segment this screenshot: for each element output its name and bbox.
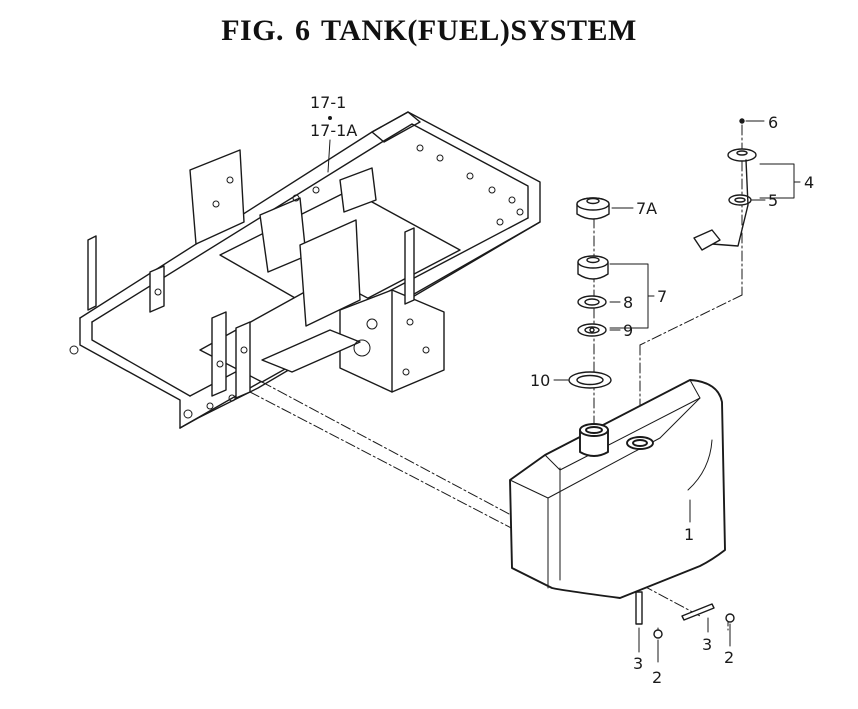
chassis-frame	[69, 111, 541, 429]
callout-4: 4	[804, 173, 814, 192]
bolt-right	[725, 613, 735, 647]
callout-17-1: 17-1	[310, 93, 346, 112]
callout-10: 10	[530, 371, 550, 390]
callout-3-right: 3	[702, 635, 712, 654]
seal-8	[577, 295, 621, 309]
strap-right	[681, 603, 715, 633]
seal-9	[577, 323, 621, 337]
callout-6: 6	[768, 113, 778, 132]
callout-17-1a: 17-1A	[310, 121, 357, 140]
callout-9: 9	[623, 321, 633, 340]
fuel-cap-7a	[576, 197, 634, 220]
fuel-tank	[509, 379, 726, 599]
callout-7: 7	[657, 287, 667, 306]
callout-8: 8	[623, 293, 633, 312]
callout-3-left: 3	[633, 654, 643, 673]
callout-2-left: 2	[652, 668, 662, 687]
callout-5: 5	[768, 191, 778, 210]
gasket-10	[553, 371, 612, 389]
callout-7a: 7A	[636, 199, 657, 218]
figure-title: FIG. 6 TANK(FUEL)SYSTEM	[221, 14, 637, 47]
bolt-left	[653, 629, 663, 663]
strap-left	[635, 591, 643, 653]
fuel-level-sender	[693, 118, 801, 251]
callout-1: 1	[684, 525, 694, 544]
callout-2-right: 2	[724, 648, 734, 667]
frame-leader	[327, 116, 332, 173]
fuel-cap-7	[577, 255, 655, 329]
